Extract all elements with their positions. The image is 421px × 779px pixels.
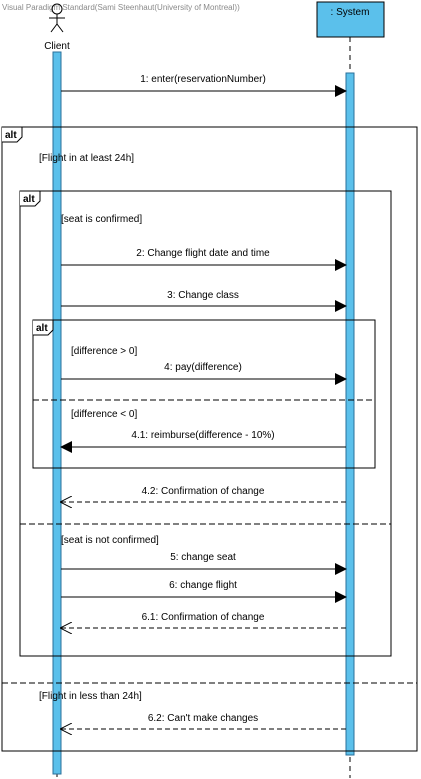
system-activation-bar: [345, 72, 355, 756]
outer-guard-1: [Flight in at least 24h]: [39, 153, 134, 164]
system-label: : System: [331, 7, 370, 18]
watermark-text: Visual Paradigm Standard(Sami Steenhaut(…: [2, 3, 240, 12]
inner-alt-keyword: alt: [36, 323, 48, 334]
message-3-label: 3: Change class: [167, 290, 239, 301]
message-5-label: 5: change seat: [170, 552, 236, 563]
message-4-2-label: 4.2: Confirmation of change: [142, 486, 265, 497]
client-activation-bar: [52, 51, 62, 775]
inner-alt-frame: alt [difference > 0] [difference < 0]: [32, 319, 376, 469]
message-4-1-label: 4.1: reimburse(difference - 10%): [131, 430, 274, 441]
middle-alt-frame: alt [seat is confirmed] [seat is not con…: [19, 190, 392, 657]
message-2-label: 2: Change flight date and time: [136, 248, 270, 259]
message-6-2-label: 6.2: Can't make changes: [148, 713, 258, 724]
client-actor-icon: [49, 3, 65, 33]
outer-alt-keyword: alt: [5, 130, 17, 141]
system-participant-box: [316, 1, 385, 38]
message-6-1-label: 6.1: Confirmation of change: [142, 612, 265, 623]
inner-guard-1: [difference > 0]: [71, 346, 137, 357]
middle-alt-keyword: alt: [23, 194, 35, 205]
inner-guard-2: [difference < 0]: [71, 409, 137, 420]
message-1-label: 1: enter(reservationNumber): [140, 74, 266, 85]
message-6-label: 6: change flight: [169, 580, 237, 591]
outer-alt-frame: alt [Flight in at least 24h] [Flight in …: [1, 126, 418, 752]
message-4-label: 4: pay(difference): [164, 362, 242, 373]
middle-guard-1: [seat is confirmed]: [61, 214, 142, 225]
client-label: Client: [44, 41, 70, 52]
middle-guard-2: [seat is not confirmed]: [61, 535, 159, 546]
outer-guard-2: [Flight in less than 24h]: [39, 691, 142, 702]
